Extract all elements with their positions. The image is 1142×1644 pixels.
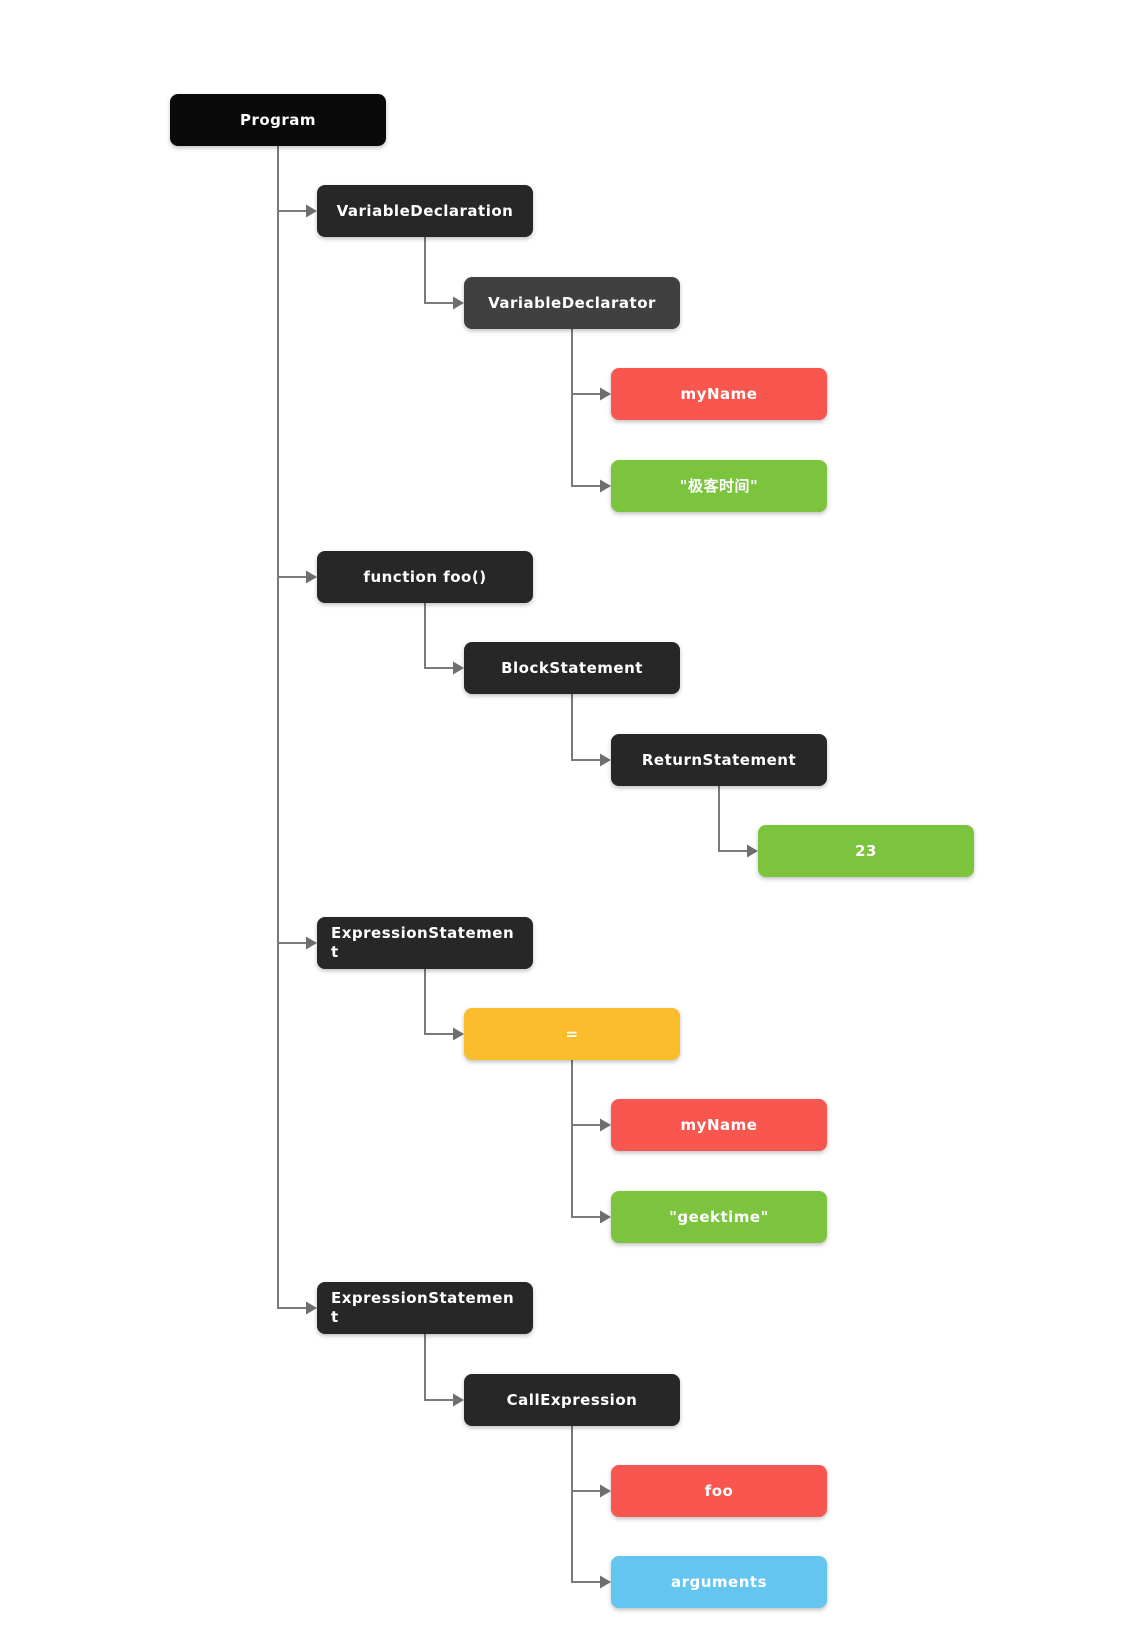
node-label: 23 — [855, 841, 877, 860]
arrowhead-icon — [453, 661, 464, 675]
arrowhead-icon — [747, 844, 758, 858]
node-label: ExpressionStatement — [331, 1289, 515, 1326]
edge-0-13 — [277, 146, 308, 1309]
tree-node-4-label: "极客时间" — [611, 460, 827, 512]
edge-10-11 — [571, 1060, 602, 1126]
edge-9-10 — [424, 969, 455, 1035]
arrowhead-icon — [600, 479, 611, 493]
node-label: VariableDeclaration — [336, 201, 514, 220]
tree-node-16-arguments: arguments — [611, 1556, 827, 1608]
node-label: "geektime" — [669, 1207, 769, 1226]
arrowhead-icon — [306, 1301, 317, 1315]
tree-node-12-geektime: "geektime" — [611, 1191, 827, 1243]
arrowhead-icon — [453, 296, 464, 310]
edge-0-9 — [277, 146, 308, 944]
edge-14-16 — [571, 1426, 602, 1583]
tree-node-3-myname: myName — [611, 368, 827, 420]
tree-node-7-returnstatement: ReturnStatement — [611, 734, 827, 786]
arrowhead-icon — [306, 570, 317, 584]
arrowhead-icon — [600, 1210, 611, 1224]
tree-node-5-function-foo: function foo() — [317, 551, 533, 603]
tree-node-2-variabledeclarator: VariableDeclarator — [464, 277, 680, 329]
node-label: arguments — [670, 1572, 768, 1591]
edge-10-12 — [571, 1060, 602, 1218]
tree-node-11-myname: myName — [611, 1099, 827, 1151]
tree-node-8-23: 23 — [758, 825, 974, 877]
arrowhead-icon — [600, 387, 611, 401]
edge-2-4 — [571, 329, 602, 487]
node-label: Program — [239, 110, 317, 129]
arrowhead-icon — [600, 753, 611, 767]
edge-14-15 — [571, 1426, 602, 1492]
node-label: myName — [680, 1115, 758, 1134]
tree-node-6-blockstatement: BlockStatement — [464, 642, 680, 694]
arrowhead-icon — [306, 936, 317, 950]
tree-node-10-label: = — [464, 1008, 680, 1060]
tree-node-15-foo: foo — [611, 1465, 827, 1517]
edge-6-7 — [571, 694, 602, 761]
arrowhead-icon — [600, 1575, 611, 1589]
edge-0-1 — [277, 146, 308, 212]
arrowhead-icon — [600, 1484, 611, 1498]
node-label: ExpressionStatement — [331, 924, 515, 961]
arrowhead-icon — [453, 1027, 464, 1041]
arrowhead-icon — [453, 1393, 464, 1407]
edge-2-3 — [571, 329, 602, 395]
node-label: CallExpression — [506, 1390, 638, 1409]
node-label: foo — [704, 1481, 734, 1500]
tree-node-9-expressionstatement: ExpressionStatement — [317, 917, 533, 969]
tree-node-14-callexpression: CallExpression — [464, 1374, 680, 1426]
node-label: function foo() — [363, 567, 487, 586]
node-label: BlockStatement — [501, 658, 643, 677]
node-label: myName — [680, 384, 758, 403]
tree-node-1-variabledeclaration: VariableDeclaration — [317, 185, 533, 237]
node-label: "极客时间" — [679, 476, 759, 495]
arrowhead-icon — [306, 204, 317, 218]
node-label: ReturnStatement — [641, 750, 797, 769]
arrowhead-icon — [600, 1118, 611, 1132]
tree-node-0-program: Program — [170, 94, 386, 146]
tree-node-13-expressionstatement: ExpressionStatement — [317, 1282, 533, 1334]
edge-7-8 — [718, 786, 749, 852]
node-label: VariableDeclarator — [488, 293, 656, 312]
edge-5-6 — [424, 603, 455, 669]
edge-1-2 — [424, 237, 455, 304]
node-label: = — [565, 1024, 579, 1043]
edge-13-14 — [424, 1334, 455, 1401]
